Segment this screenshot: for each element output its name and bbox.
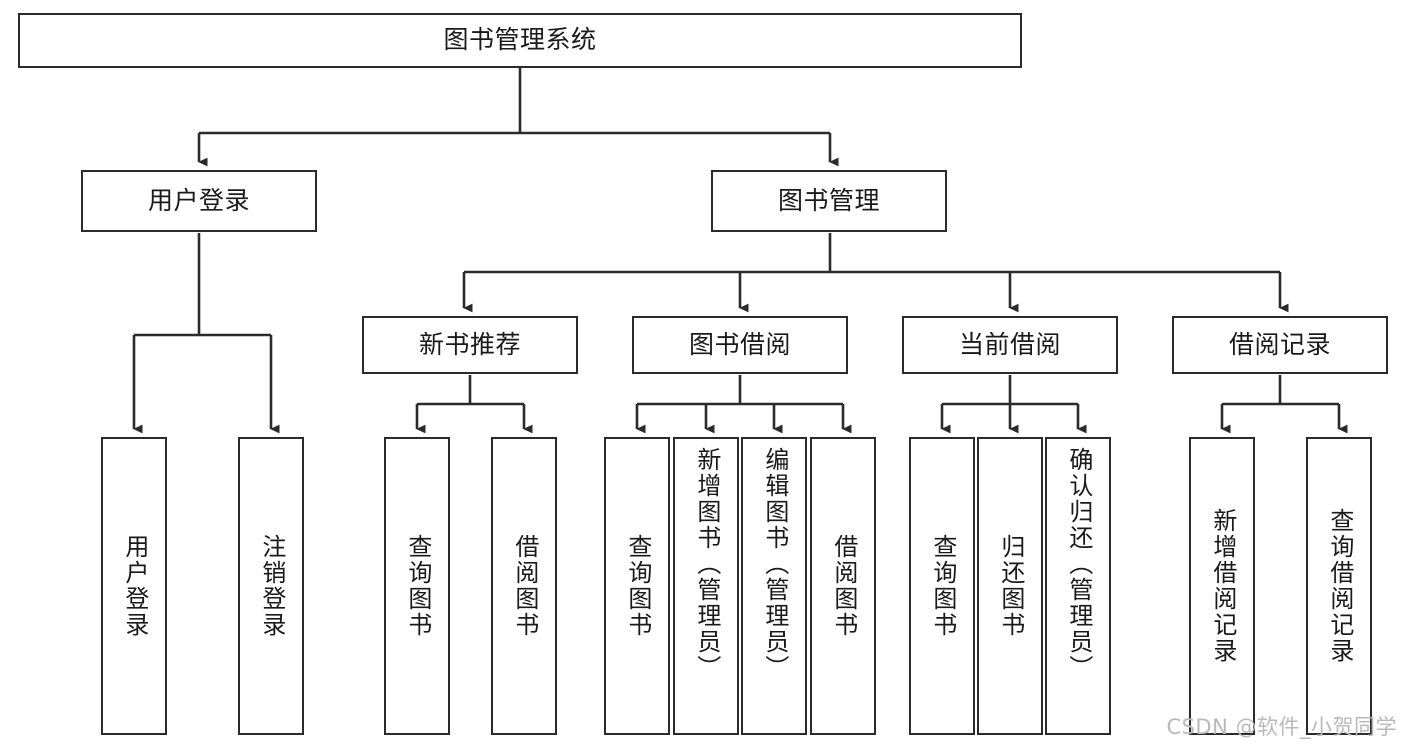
leaf-book-borrow-edit[interactable]: 编辑图书（管理员）: [741, 437, 807, 735]
leaf-new-book-borrow[interactable]: 借阅图书: [491, 437, 557, 735]
leaf-book-borrow-edit-label: 编辑图书（管理员）: [760, 447, 789, 681]
leaf-user-login-sign-out[interactable]: 注销登录: [238, 437, 304, 735]
leaf-book-borrow-lend-label: 借阅图书: [829, 534, 858, 638]
leaf-new-book-borrow-label: 借阅图书: [510, 534, 539, 638]
node-book-management[interactable]: 图书管理: [711, 170, 947, 232]
leaf-borrow-record-query[interactable]: 查询借阅记录: [1306, 437, 1372, 735]
leaf-current-borrow-confirm-return-label: 确认归还（管理员）: [1064, 447, 1093, 681]
leaf-current-borrow-return-label: 归还图书: [996, 534, 1025, 638]
leaf-book-borrow-add[interactable]: 新增图书（管理员）: [673, 437, 739, 735]
leaf-user-login-sign-in[interactable]: 用户登录: [101, 437, 167, 735]
node-new-book-recommend[interactable]: 新书推荐: [362, 316, 578, 374]
node-root-label: 图书管理系统: [443, 25, 597, 55]
leaf-current-borrow-confirm-return[interactable]: 确认归还（管理员）: [1045, 437, 1111, 735]
node-current-borrow[interactable]: 当前借阅: [902, 316, 1118, 374]
leaf-user-login-sign-in-label: 用户登录: [120, 534, 149, 638]
leaf-user-login-sign-out-label: 注销登录: [257, 534, 286, 638]
node-borrow-record[interactable]: 借阅记录: [1172, 316, 1388, 374]
node-book-borrow[interactable]: 图书借阅: [632, 316, 848, 374]
node-root-book-management-system[interactable]: 图书管理系统: [18, 13, 1022, 68]
node-book-management-label: 图书管理: [777, 185, 880, 215]
leaf-borrow-record-query-label: 查询借阅记录: [1325, 508, 1354, 664]
leaf-book-borrow-query[interactable]: 查询图书: [604, 437, 670, 735]
leaf-borrow-record-add-label: 新增借阅记录: [1208, 508, 1237, 664]
leaf-book-borrow-add-label: 新增图书（管理员）: [692, 447, 721, 681]
leaf-borrow-record-add[interactable]: 新增借阅记录: [1189, 437, 1255, 735]
leaf-book-borrow-query-label: 查询图书: [623, 534, 652, 638]
leaf-book-borrow-lend[interactable]: 借阅图书: [810, 437, 876, 735]
leaf-current-borrow-query[interactable]: 查询图书: [909, 437, 975, 735]
node-current-borrow-label: 当前借阅: [958, 329, 1061, 359]
node-borrow-record-label: 借阅记录: [1228, 329, 1331, 359]
node-user-login-label: 用户登录: [147, 185, 250, 215]
node-book-borrow-label: 图书借阅: [688, 329, 791, 359]
leaf-current-borrow-query-label: 查询图书: [928, 534, 957, 638]
leaf-new-book-query-label: 查询图书: [403, 534, 432, 638]
leaf-new-book-query[interactable]: 查询图书: [384, 437, 450, 735]
node-new-book-recommend-label: 新书推荐: [418, 329, 521, 359]
leaf-current-borrow-return[interactable]: 归还图书: [977, 437, 1043, 735]
node-user-login[interactable]: 用户登录: [81, 170, 317, 232]
